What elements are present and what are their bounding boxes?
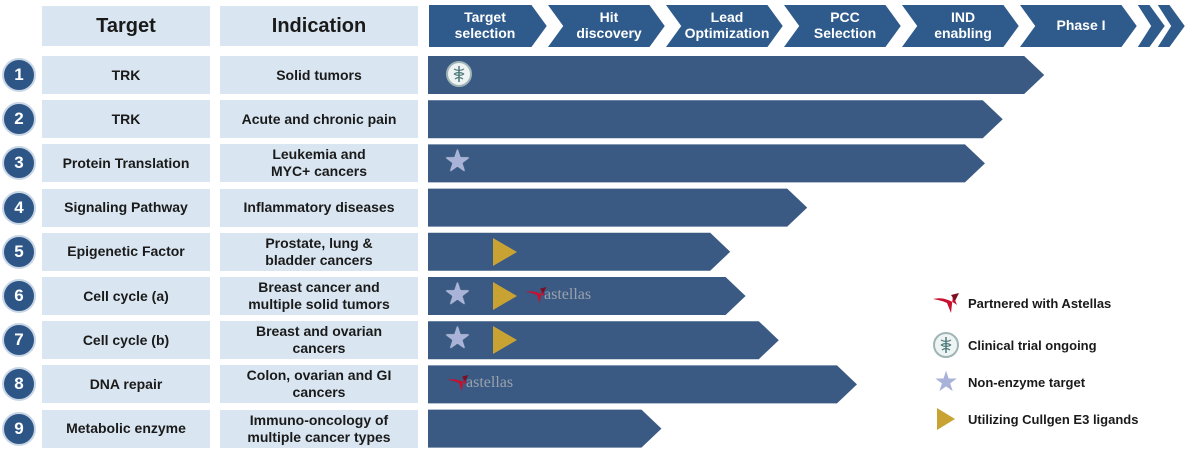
target-cell: Cell cycle (b) xyxy=(42,321,210,360)
phase-label: Optimization xyxy=(685,25,770,41)
phase-chevron-extension xyxy=(1134,3,1168,49)
indication-cell: Acute and chronic pain xyxy=(220,100,418,139)
indication-cell: Inflammatory diseases xyxy=(220,188,418,227)
pipeline-bar xyxy=(428,56,1045,94)
row-number-badge: 1 xyxy=(2,58,36,92)
target-cell: Protein Translation xyxy=(42,144,210,183)
astellas-wordmark: astellas xyxy=(466,374,514,392)
astellas-wordmark: astellas xyxy=(544,286,592,303)
phase-chevron xyxy=(427,3,550,49)
phase-label: Hit xyxy=(600,9,619,25)
indication-line: Inflammatory diseases xyxy=(243,199,395,216)
triangle-icon xyxy=(493,282,517,310)
phase-chevron xyxy=(1016,3,1140,49)
phase-label: discovery xyxy=(576,25,642,41)
phase-chevron xyxy=(780,3,904,49)
triangle-icon xyxy=(493,326,517,355)
legend-non-enzyme: ★ Non-enzyme target xyxy=(930,366,1086,397)
pipeline-bar xyxy=(428,232,731,271)
indication-cell: Prostate, lung &bladder cancers xyxy=(220,232,418,271)
target-cell: Signaling Pathway xyxy=(42,188,210,227)
phase-label: Phase I xyxy=(1056,17,1105,33)
caduceus-icon xyxy=(930,332,962,358)
star-icon: ★ xyxy=(933,366,959,397)
phase-label: IND xyxy=(951,9,975,25)
astellas-swoosh-icon xyxy=(930,290,962,316)
phase-label: Target xyxy=(464,9,506,25)
triangle-icon xyxy=(493,237,517,266)
phase-chevron xyxy=(662,3,786,49)
indication-line: Acute and chronic pain xyxy=(241,110,397,127)
triangle-icon xyxy=(930,406,962,432)
row-number-badge: 8 xyxy=(2,367,36,402)
row-number-badge: 4 xyxy=(2,190,36,225)
pipeline-bar xyxy=(428,188,808,227)
indication-line: Immuno-oncology of xyxy=(249,411,389,428)
indication-line: MYC+ cancers xyxy=(270,163,368,180)
legend-label: Non-enzyme target xyxy=(968,374,1086,390)
legend-clinical: Clinical trial ongoing xyxy=(930,332,1097,358)
target-cell: Metabolic enzyme xyxy=(42,409,210,448)
legend-label: Utilizing Cullgen E3 ligands xyxy=(968,411,1139,427)
indication-line: cancers xyxy=(292,340,346,357)
astellas-logo: astellas xyxy=(524,284,591,306)
astellas-logo: astellas xyxy=(446,372,513,394)
phase-chevron-extension xyxy=(1154,3,1188,49)
caduceus-icon xyxy=(446,61,472,87)
row-number-badge: 3 xyxy=(2,146,36,181)
phase-label: selection xyxy=(455,25,516,41)
star-icon: ★ xyxy=(444,278,471,311)
star-icon: ★ xyxy=(444,322,471,356)
legend-label: Clinical trial ongoing xyxy=(968,337,1097,353)
pipeline-bar xyxy=(428,409,662,448)
phase-label: PCC xyxy=(830,9,860,25)
pipeline-bar xyxy=(428,100,1003,139)
indication-line: Breast cancer and xyxy=(258,279,380,295)
row-number-badge: 5 xyxy=(2,234,36,269)
row-number-badge: 7 xyxy=(2,323,36,358)
indication-line: Leukemia and xyxy=(272,146,366,163)
target-header: Target xyxy=(42,6,210,46)
indication-line: multiple cancer types xyxy=(247,428,391,445)
row-number-badge: 2 xyxy=(2,102,36,137)
target-cell: TRK xyxy=(42,100,210,139)
pipeline-bar xyxy=(428,321,779,360)
indication-line: bladder cancers xyxy=(265,251,373,268)
indication-line: Solid tumors xyxy=(276,66,362,83)
indication-line: multiple solid tumors xyxy=(248,296,390,312)
phase-label: enabling xyxy=(934,25,992,41)
star-icon: ★ xyxy=(444,145,471,179)
phase-chevron xyxy=(898,3,1022,49)
target-cell: Cell cycle (a) xyxy=(42,277,210,315)
target-cell: DNA repair xyxy=(42,365,210,404)
phase-chevron xyxy=(544,3,668,49)
indication-line: cancers xyxy=(292,384,346,401)
row-number-badge: 6 xyxy=(2,279,36,313)
legend-e3-ligands: Utilizing Cullgen E3 ligands xyxy=(930,406,1138,432)
indication-line: Breast and ovarian xyxy=(255,323,383,340)
indication-header: Indication xyxy=(220,6,418,46)
pipeline-bar xyxy=(428,144,985,183)
legend-astellas: Partnered with Astellas xyxy=(930,290,1111,316)
phase-label: Lead xyxy=(711,9,744,25)
phase-label: Selection xyxy=(814,25,876,41)
indication-cell: Solid tumors xyxy=(220,56,418,94)
row-number-badge: 9 xyxy=(2,411,36,446)
indication-line: Prostate, lung & xyxy=(265,234,373,251)
legend-label: Partnered with Astellas xyxy=(968,295,1112,311)
target-cell: Epigenetic Factor xyxy=(42,232,210,271)
pipeline-bar xyxy=(428,365,857,404)
indication-line: Colon, ovarian and GI xyxy=(246,367,392,384)
target-cell: TRK xyxy=(42,56,210,94)
